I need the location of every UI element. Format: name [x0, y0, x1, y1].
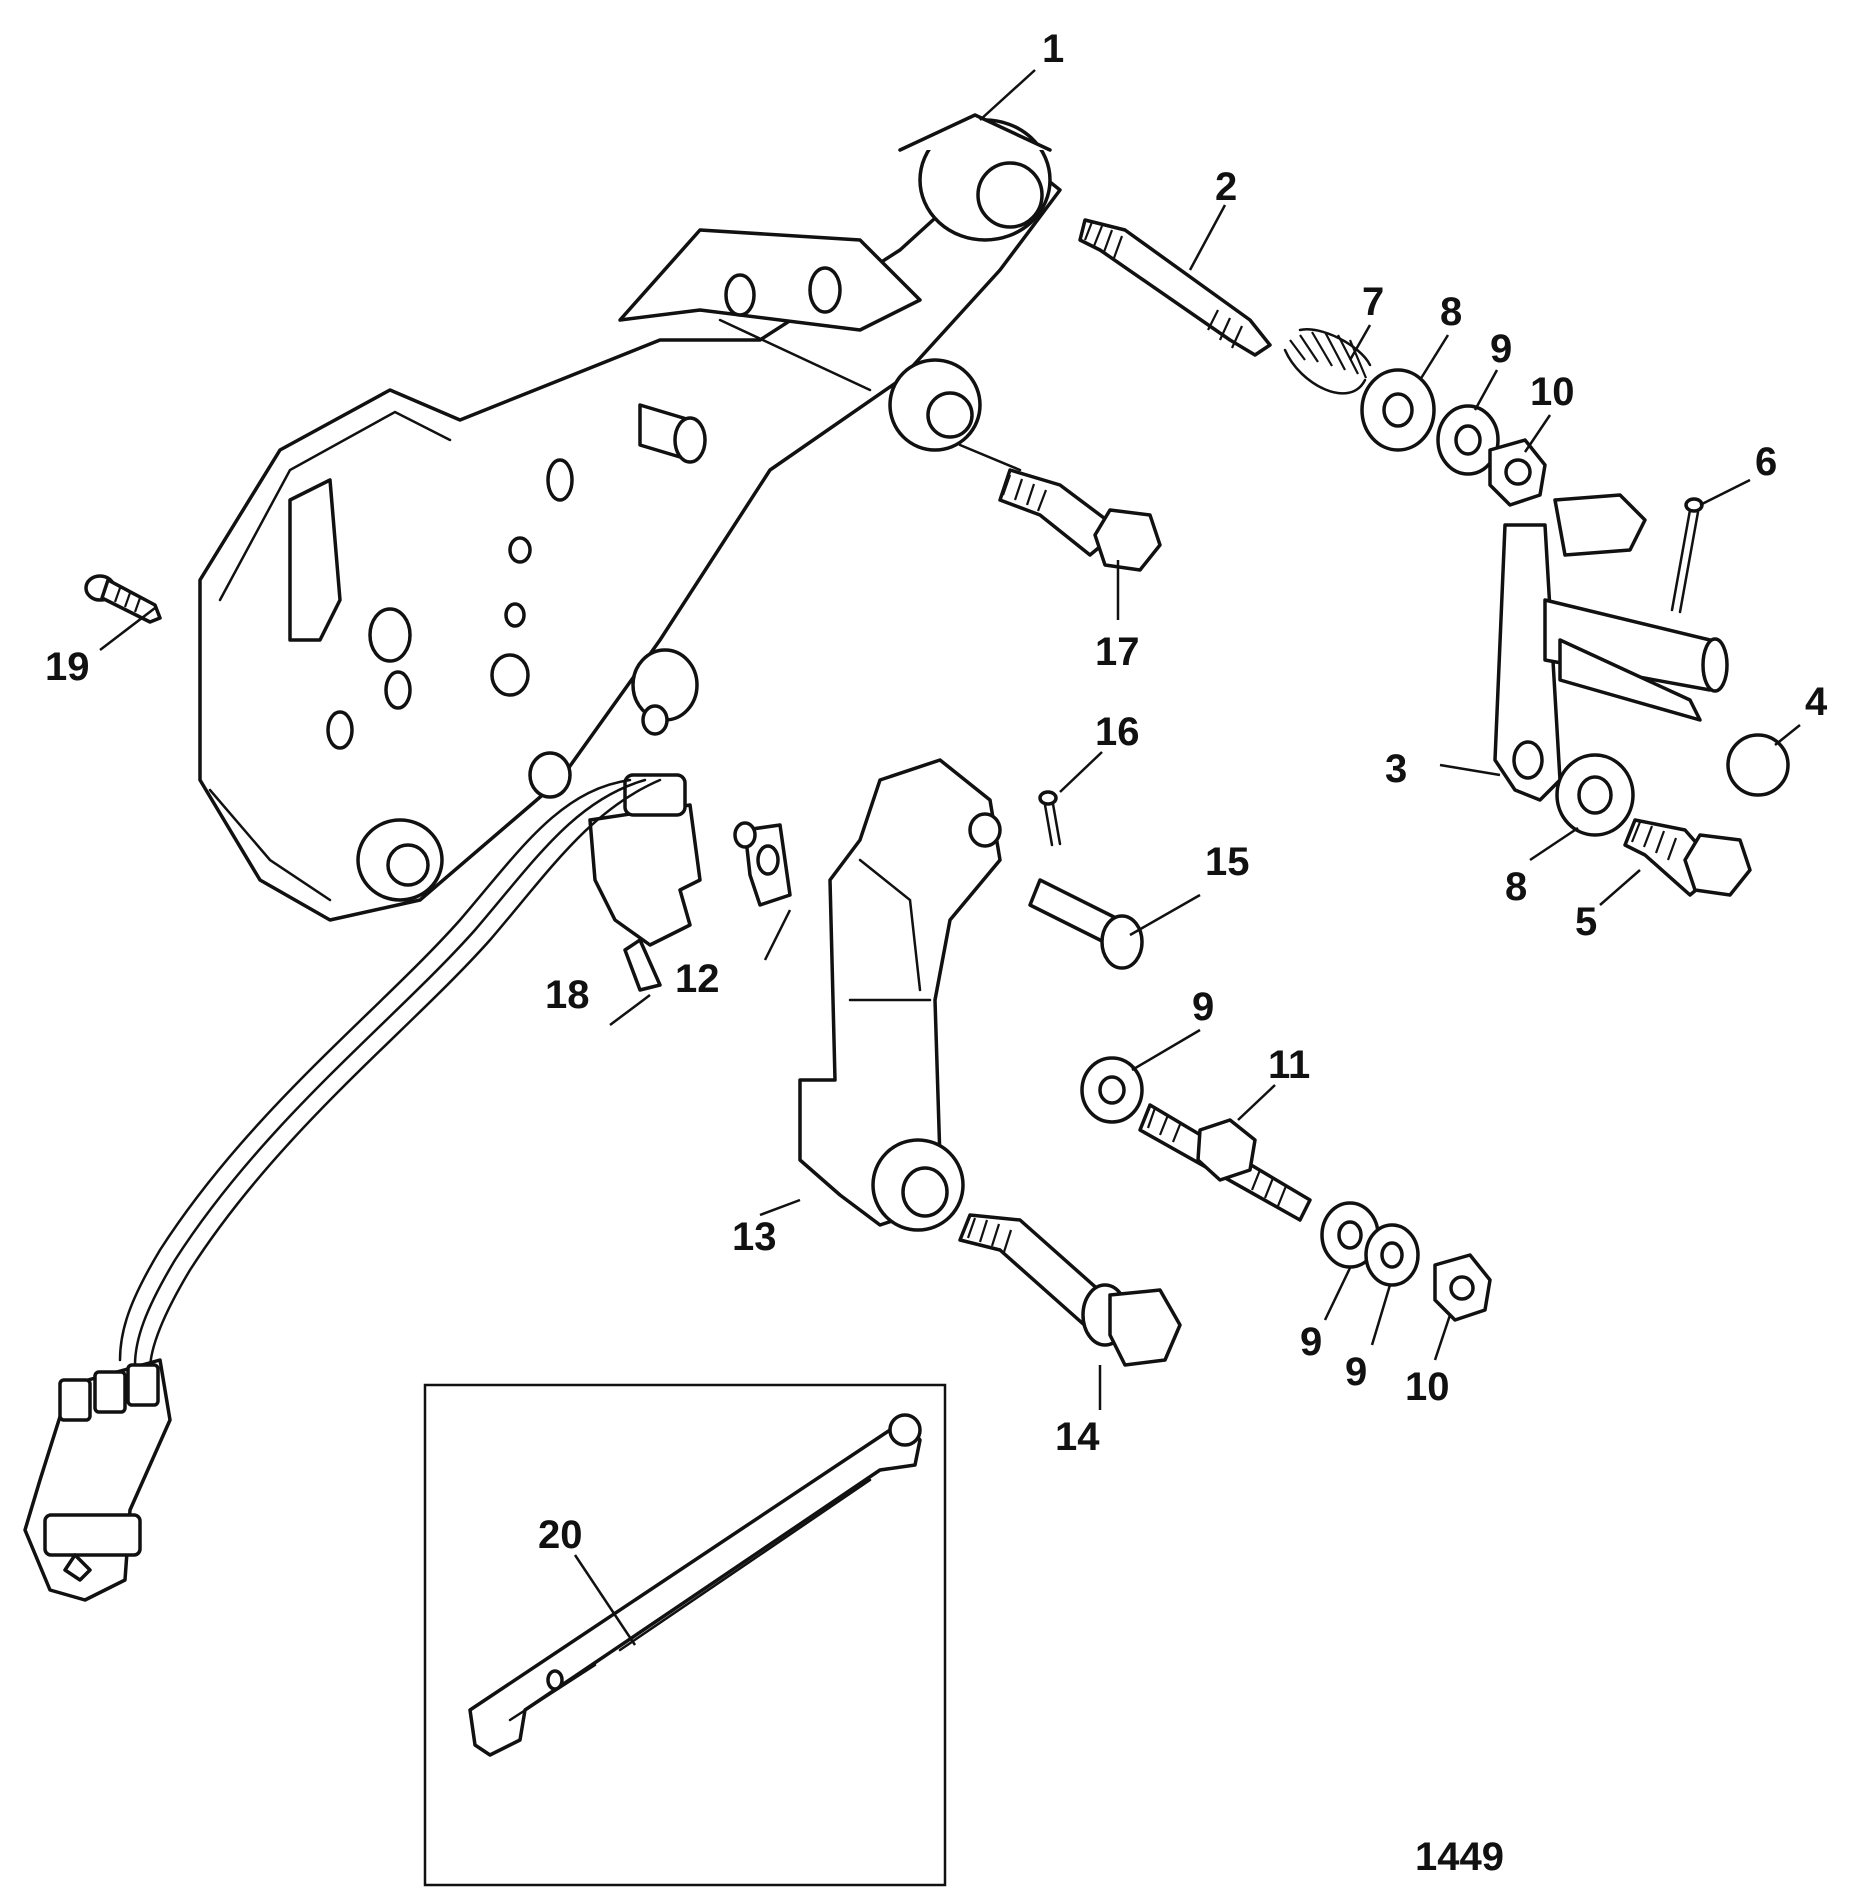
inset-tool-box	[423, 1383, 947, 1887]
part-11-stud	[1138, 1103, 1312, 1222]
part-8-washer-lower	[1555, 753, 1635, 837]
callout-5: 5	[1575, 900, 1597, 944]
callout-16: 16	[1095, 710, 1140, 754]
callout-9d: 9	[1345, 1350, 1367, 1394]
callout-1: 1	[1042, 27, 1064, 71]
part-17-bolt	[998, 468, 1162, 572]
callout-18: 18	[545, 973, 590, 1017]
callout-17: 17	[1095, 630, 1140, 674]
part-14-bolt	[958, 1213, 1182, 1367]
figure-number: 1449	[1415, 1835, 1504, 1879]
part-5-bolt	[1623, 818, 1752, 897]
part-7-spring	[1283, 327, 1372, 395]
leader-lines	[99, 69, 1801, 1646]
callout-6: 6	[1755, 440, 1777, 484]
part-6-cotter-pin	[1670, 497, 1704, 614]
part-9-washer-lower-b	[1364, 1223, 1420, 1287]
part-9-washer-lower-a	[1320, 1201, 1380, 1269]
callout-4: 4	[1805, 680, 1828, 724]
callout-3: 3	[1385, 747, 1407, 791]
part-9-washer-middle	[1080, 1056, 1144, 1124]
part-1-bracket-plate	[198, 113, 1062, 922]
part-13-shift-lever	[798, 758, 1002, 1232]
callout-9a: 9	[1490, 327, 1512, 371]
callout-8b: 8	[1505, 865, 1527, 909]
callout-12: 12	[675, 957, 720, 1001]
callout-15: 15	[1205, 840, 1250, 884]
part-16-cotter-pin	[1038, 790, 1062, 847]
callout-10a: 10	[1530, 370, 1575, 414]
callout-9c: 9	[1300, 1320, 1322, 1364]
part-10-nut-lower	[1433, 1253, 1492, 1322]
callout-2: 2	[1215, 165, 1237, 209]
callout-14: 14	[1055, 1415, 1100, 1459]
part-4-cap	[1726, 733, 1790, 797]
callout-13: 13	[732, 1215, 777, 1259]
part-10-nut-upper	[1488, 438, 1547, 507]
callout-19: 19	[45, 645, 90, 689]
callout-labels: 1 2 3 4 5 6 7 8 8 9 9 9 9 10 10 11 12 13…	[45, 27, 1828, 1557]
callout-9b: 9	[1192, 985, 1214, 1029]
part-15-pin	[1028, 878, 1144, 970]
callout-8a: 8	[1440, 290, 1462, 334]
part-9-washer-upper	[1436, 404, 1500, 476]
part-18-sensor-harness	[118, 773, 702, 1372]
part-12-clip	[733, 821, 792, 907]
part-8-washer-upper	[1360, 368, 1436, 452]
callout-10b: 10	[1405, 1365, 1450, 1409]
part-19-screw	[84, 574, 162, 624]
harness-connector	[23, 1358, 172, 1602]
callout-11: 11	[1268, 1043, 1310, 1087]
callout-7: 7	[1362, 280, 1384, 324]
part-3-lever	[1493, 493, 1729, 802]
part-2-stud	[1078, 218, 1272, 357]
callout-20: 20	[538, 1513, 583, 1557]
